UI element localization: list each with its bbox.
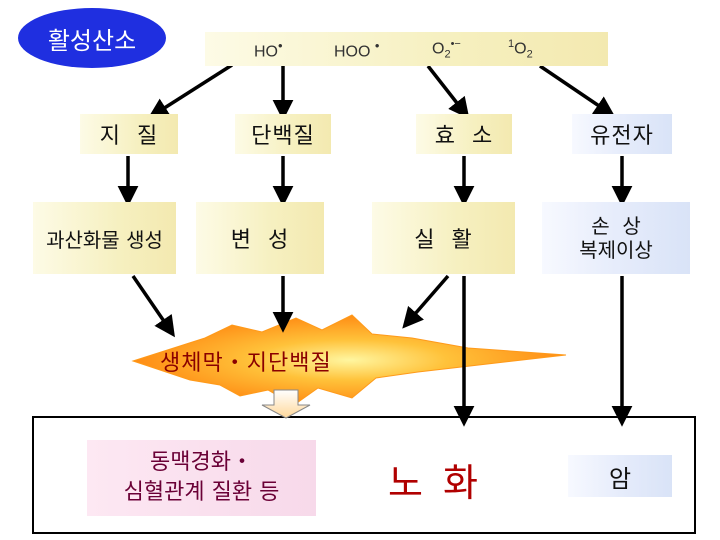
effect-dna-damage: 손 상 (591, 214, 641, 238)
effect-dna: 손 상 복제이상 (542, 202, 690, 274)
reactive-oxygen-label: 활성산소 (47, 26, 137, 55)
reactive-oxygen-oval: 활성산소 (18, 8, 166, 68)
outcome-disease-line2: 심혈관계 질환 등 (123, 480, 280, 505)
outcome-cancer: 암 (568, 455, 672, 497)
target-protein: 단백질 (235, 114, 331, 154)
arrow-to-lipid (147, 63, 233, 119)
effect-dna-replication: 복제이상 (579, 238, 653, 262)
arrow-to-gene (539, 64, 616, 117)
species-ho: HO• (254, 38, 283, 61)
target-lipid: 지 질 (80, 114, 178, 154)
outcome-disease-line1: 동맥경화・ (150, 450, 253, 475)
block-down-arrow (261, 389, 311, 419)
target-enzyme: 효 소 (416, 114, 512, 154)
effect-inactivation: 실 활 (372, 202, 515, 274)
arrow-lipid-membrane (131, 275, 175, 338)
arrow-to-enzyme (426, 64, 470, 119)
outcome-disease: 동맥경화・ 심혈관계 질환 등 (87, 440, 316, 516)
outcome-frame (32, 416, 696, 534)
effect-peroxide: 과산화물 생성 (33, 202, 176, 274)
membrane-label: 생체막・지단백질 (160, 351, 332, 376)
species-bar (205, 32, 608, 66)
species-hoo: HOO • (334, 38, 380, 61)
effect-denaturation: 변 성 (196, 202, 324, 274)
arrow-enzyme-membrane (402, 274, 450, 329)
target-gene: 유전자 (572, 114, 672, 154)
species-singlet-oxygen: 1O2 (508, 38, 533, 61)
outcome-aging: 노 화 (388, 461, 482, 505)
species-superoxide: O2•− (432, 38, 461, 61)
